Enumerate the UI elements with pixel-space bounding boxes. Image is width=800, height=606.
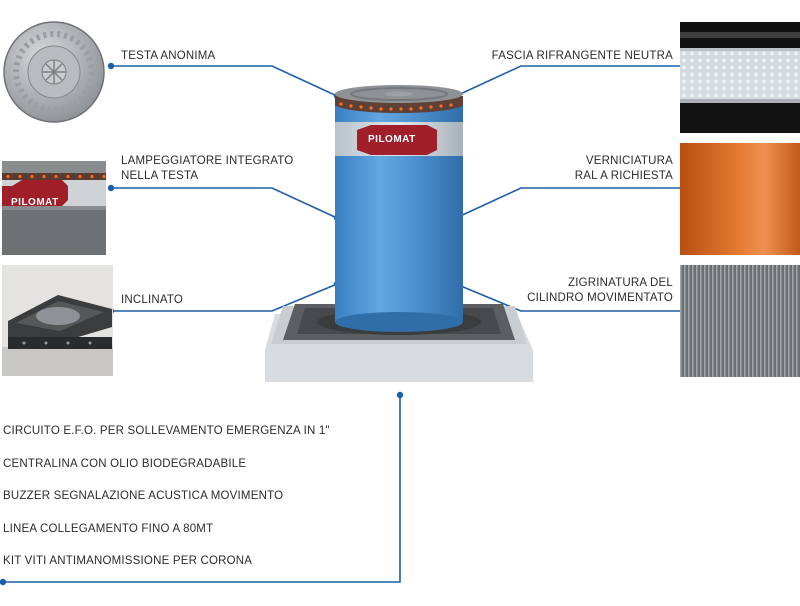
zigrinatura-image [680, 265, 800, 377]
leader-verniciatura [455, 187, 683, 219]
feature-item: LINEA COLLEGAMENTO FINO A 80MT [3, 522, 214, 535]
leader-zigrinatura [455, 283, 683, 312]
callout-inclinato: INCLINATO [121, 294, 184, 306]
callout-lampeggiatore: LAMPEGGIATORE INTEGRATO NELLA TESTA [121, 155, 294, 182]
brand-logo-bollard: PILOMAT [368, 134, 416, 145]
feature-item: CENTRALINA CON OLIO BIODEGRADABILE [3, 457, 247, 470]
lampeggiatore-image [2, 153, 106, 255]
leader-testa-anonima [111, 65, 338, 97]
callout-fascia: FASCIA RIFRANGENTE NEUTRA [491, 50, 673, 62]
inclinato-image [2, 265, 113, 376]
brand-logo-thumb: PILOMAT [11, 197, 59, 208]
fascia-image [680, 22, 800, 133]
verniciatura-image [680, 143, 800, 255]
callout-zigrinatura: ZIGRINATURA DEL CILINDRO MOVIMENTATO [527, 277, 673, 304]
feature-item: BUZZER SEGNALAZIONE ACUSTICA MOVIMENTO [3, 490, 284, 502]
leader-lampeggiatore [111, 187, 338, 219]
feature-item: CIRCUITO E.F.O. PER SOLLEVAMENTO EMERGEN… [3, 425, 330, 437]
features-list: CIRCUITO E.F.O. PER SOLLEVAMENTO EMERGEN… [3, 424, 330, 587]
testa-anonima-image [2, 20, 106, 124]
callout-verniciatura: VERNICIATURA RAL A RICHIESTA [574, 155, 673, 182]
bollard-illustration [265, 85, 533, 382]
leader-features [3, 395, 401, 583]
callout-testa-anonima: TESTA ANONIMA [121, 50, 216, 62]
leader-inclinato [111, 283, 338, 312]
leader-fascia [455, 65, 683, 97]
feature-item: KIT VITI ANTIMANOMISSIONE PER CORONA [3, 555, 253, 567]
